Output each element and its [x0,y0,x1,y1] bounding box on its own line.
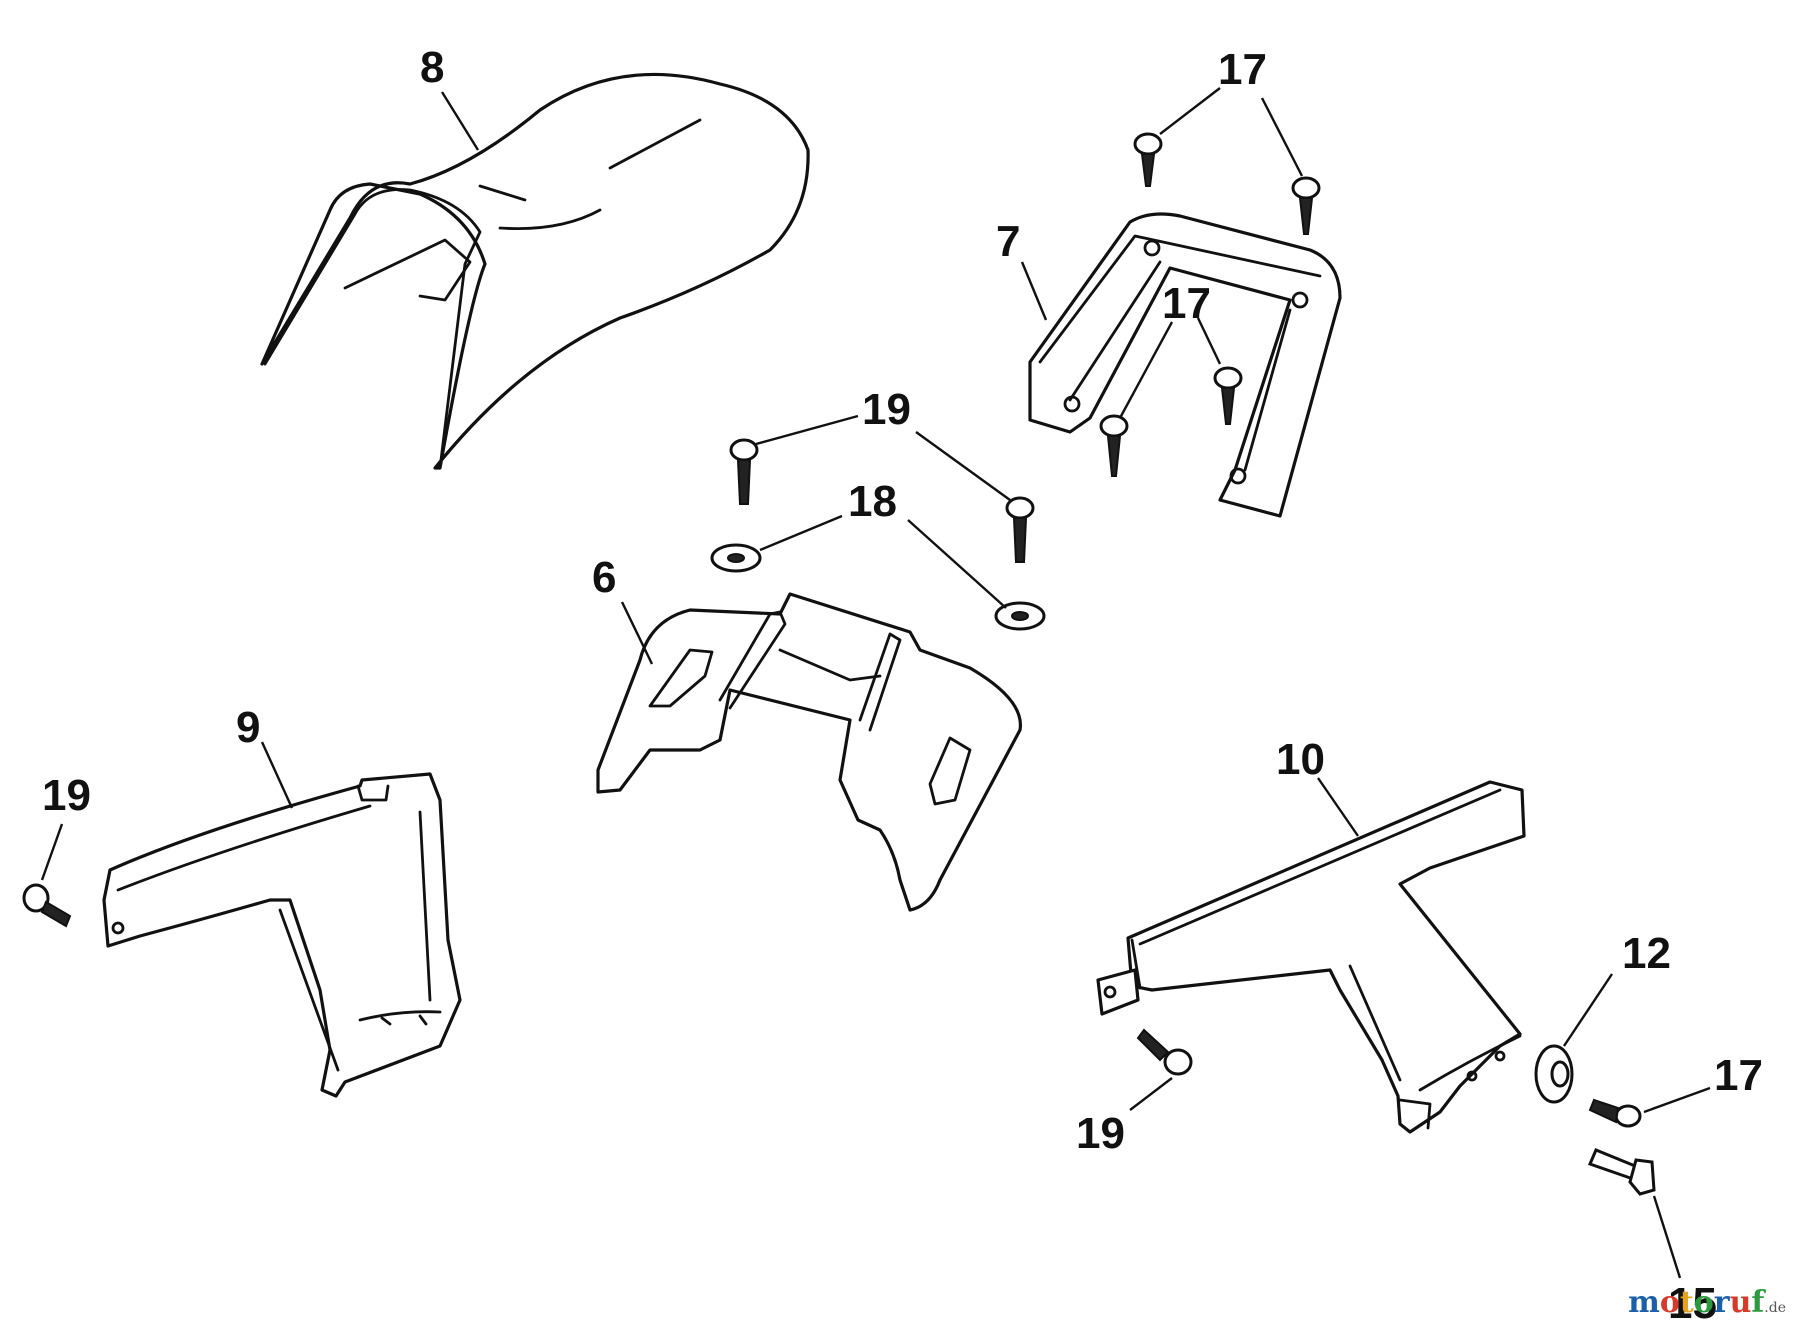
screw-17-b [1291,176,1321,235]
watermark-text: motoruf [1628,1285,1765,1320]
part-6-cover [596,592,1022,912]
callout-17-mid: 17 [1162,279,1211,328]
bolt-19-c [22,883,72,928]
bolt-19-d [1136,1028,1193,1076]
callout-10: 10 [1276,735,1325,784]
screw-17-d [1099,414,1129,477]
washer-18-a [710,543,762,573]
callout-8: 8 [420,43,444,92]
part-8-seat [260,72,810,470]
callout-19-left: 19 [42,771,91,820]
callout-17-top: 17 [1218,45,1267,94]
screw-17-c [1213,366,1243,425]
watermark-suffix: .de [1764,1300,1786,1316]
spacer-12 [1534,1044,1574,1104]
callout-labels: 8 17 7 17 19 18 6 9 19 10 12 17 19 15 [42,43,1763,1326]
callout-19-top: 19 [862,385,911,434]
part-9-left-panel [102,772,462,1098]
part-7-frame [1028,212,1342,518]
part-10-right-panel [1096,780,1526,1134]
callout-6: 6 [592,553,616,602]
callout-15: 15 [1668,1279,1717,1326]
bolt-19-a [729,438,759,505]
washer-18-b [994,601,1046,631]
bolt-19-b [1005,496,1035,563]
bolt-15 [1587,1148,1656,1196]
callout-7: 7 [996,217,1020,266]
screw-17-e [1588,1098,1642,1128]
watermark-logo: motoruf.de [1628,1285,1786,1320]
callout-9: 9 [236,703,260,752]
leader-lines [40,87,1711,1279]
callout-17-right: 17 [1714,1051,1763,1100]
callout-19-bottom: 19 [1076,1109,1125,1158]
callout-12: 12 [1622,929,1671,978]
callout-18: 18 [848,477,897,526]
screw-17-a [1133,132,1163,187]
